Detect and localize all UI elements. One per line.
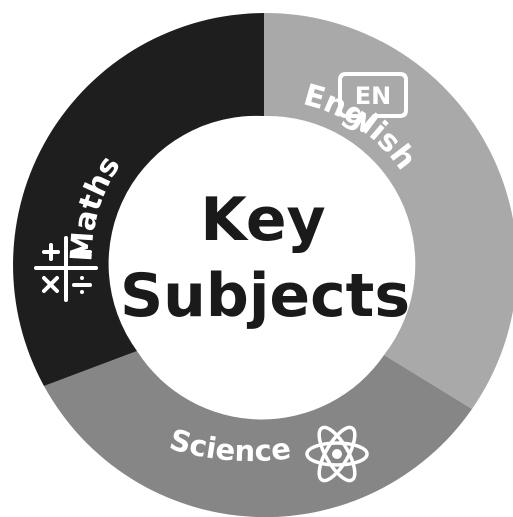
math-operators-icon: [34, 236, 98, 302]
badge-text-en: EN: [355, 82, 391, 110]
center-title-line2: Subjects: [120, 261, 410, 331]
atom-icon: [305, 425, 369, 483]
english-segment: [264, 12, 513, 409]
science-segment: [44, 351, 472, 517]
center-title-line1: Key: [200, 185, 325, 255]
maths-segment: [13, 13, 264, 386]
center-circle: [115, 118, 411, 414]
speech-bubble-icon: EN: [338, 72, 408, 132]
